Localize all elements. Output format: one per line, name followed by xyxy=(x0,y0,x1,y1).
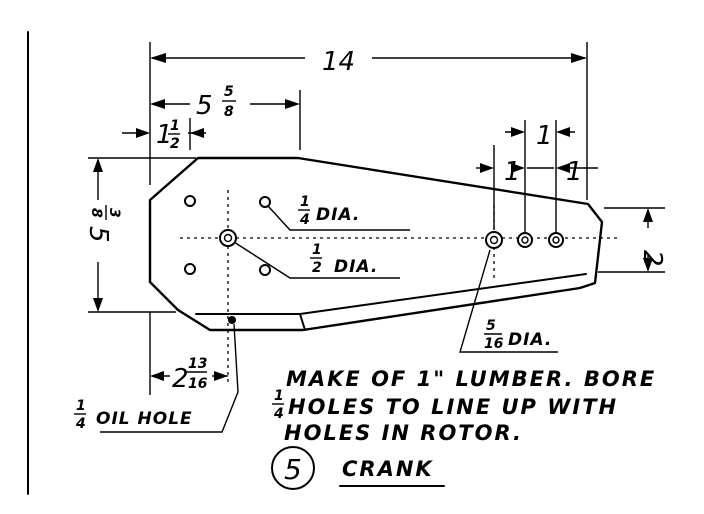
caption-number-circle xyxy=(271,446,315,490)
arrow-5-5-8-left xyxy=(150,99,165,109)
label-fivesix-den: 16 xyxy=(484,336,504,352)
dim-height-frac-den: 8 xyxy=(88,208,104,218)
leader-oil-hole xyxy=(100,323,239,433)
quarter-hole-4 xyxy=(259,264,271,276)
quarter-hole-1 xyxy=(184,195,196,207)
arrow-oil-right xyxy=(214,371,228,381)
arrow-end-width-bottom xyxy=(643,258,653,272)
quarter-hole-2 xyxy=(184,263,196,275)
leader-five-sixteenth-dia xyxy=(459,249,558,353)
arrow-14-left xyxy=(150,53,166,63)
dim-to-center-whole: 5 xyxy=(196,91,213,121)
dim-to-center-frac-den: 8 xyxy=(224,104,234,120)
arrow-oil-left xyxy=(150,371,164,381)
five-sixteenth-hole-1 xyxy=(485,231,503,249)
five-sixteenth-hole-2-inner xyxy=(521,236,529,244)
half-inch-hole-inner xyxy=(223,233,233,243)
arrow-1-1-2-right xyxy=(190,128,204,138)
five-sixteenth-hole-3-inner xyxy=(552,236,560,244)
dim-height-group: 3 8 5 xyxy=(83,205,122,243)
dim-oil-offset-whole: 2 xyxy=(172,364,189,394)
note-line-2-den: 4 xyxy=(273,406,284,422)
dim-spacing-a: 1 xyxy=(504,157,521,187)
dim-end-width: 2 xyxy=(637,250,667,267)
dim-oil-offset-den: 16 xyxy=(188,376,208,392)
bevel-line-right xyxy=(299,273,587,315)
arrow-end-width-top xyxy=(643,208,653,222)
dim-end-offset-num: 1 xyxy=(170,118,180,134)
note-line-2-num: 1 xyxy=(274,388,284,404)
caption-title: CRANK xyxy=(342,457,434,481)
label-oil-hole: OIL HOLE xyxy=(96,409,193,429)
label-half-dia: DIA. xyxy=(334,257,378,277)
five-sixteenth-hole-3 xyxy=(548,232,564,248)
note-line-1: MAKE OF 1" LUMBER. BORE xyxy=(286,367,656,391)
arrow-top-spacing-left xyxy=(511,127,525,137)
label-half-num: 1 xyxy=(312,242,322,258)
arrow-top-spacing-right xyxy=(556,127,570,137)
quarter-hole-3 xyxy=(259,196,271,208)
label-half-den: 2 xyxy=(312,260,322,276)
caption-number: 5 xyxy=(284,453,302,486)
arrow-spacing-a-right xyxy=(511,163,525,173)
dim-end-offset-whole: 1 xyxy=(156,120,173,150)
leader-half-dia xyxy=(233,241,400,279)
arrow-1-1-2-left xyxy=(136,128,150,138)
label-quarter-dia: DIA. xyxy=(316,205,360,225)
label-quarter-den: 4 xyxy=(299,212,310,228)
five-sixteenth-hole-1-inner xyxy=(489,235,499,245)
dim-oil-offset-num: 13 xyxy=(188,356,207,372)
arrow-height-bottom xyxy=(93,298,103,312)
dim-overall-length: 14 xyxy=(322,47,355,77)
dim-height-frac-num: 3 xyxy=(106,208,122,218)
dim-end-offset-den: 2 xyxy=(170,136,180,152)
label-fivesix-num: 5 xyxy=(486,318,496,334)
arrow-14-right xyxy=(571,53,587,63)
half-inch-hole xyxy=(219,229,237,247)
dim-spacing-c: 1 xyxy=(566,157,583,187)
arrow-height-top xyxy=(93,158,103,172)
bevel-line-joint xyxy=(299,313,306,331)
label-fivesix-dia: DIA. xyxy=(508,330,552,350)
dim-spacing-top: 1 xyxy=(536,121,553,151)
arrow-5-5-8-right xyxy=(285,99,300,109)
label-quarter-num: 1 xyxy=(300,194,310,210)
arrow-spacing-a-left xyxy=(480,163,494,173)
label-oil-den: 4 xyxy=(75,416,86,432)
dim-height-whole: 5 xyxy=(83,226,113,243)
five-sixteenth-hole-2 xyxy=(517,232,533,248)
note-line-2: HOLES TO LINE UP WITH xyxy=(288,395,618,419)
leader-quarter-dia xyxy=(267,205,410,231)
dim-to-center-frac-num: 5 xyxy=(224,84,234,100)
label-oil-num: 1 xyxy=(76,398,86,414)
oil-hole xyxy=(228,316,236,324)
note-line-3: HOLES IN ROTOR. xyxy=(284,421,523,445)
